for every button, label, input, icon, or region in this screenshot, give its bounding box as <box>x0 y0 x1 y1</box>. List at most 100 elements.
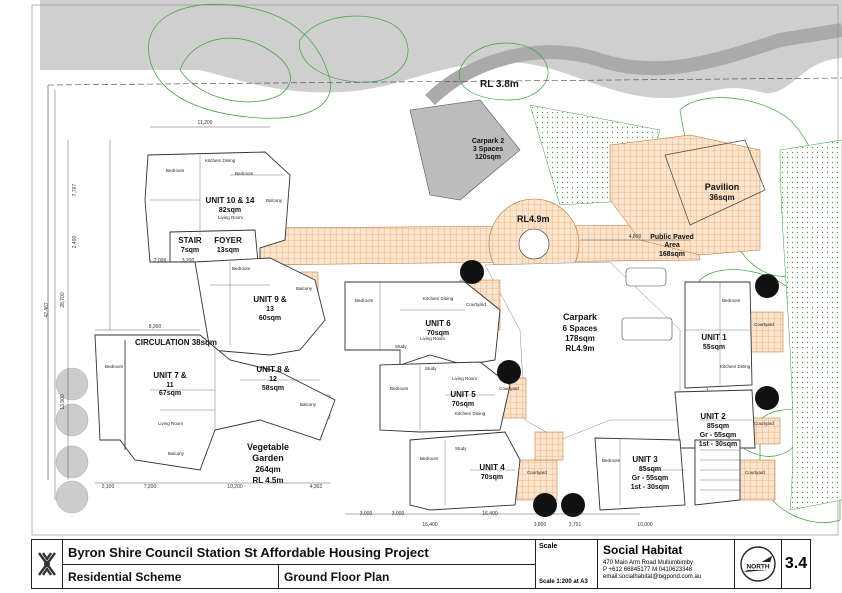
dim-3800: 3,800 <box>534 522 547 528</box>
garden-title: Vegetable <box>247 442 289 452</box>
vegetation-east <box>779 139 842 511</box>
balcony-label: Balcony <box>266 198 283 203</box>
pavilion-area <box>609 134 761 256</box>
carpark-spaces: 6 Spaces <box>563 324 598 333</box>
carpark-area: 178sqm <box>565 334 595 343</box>
firm-address: 470 Main Arm Road Mullumbimby <box>603 560 694 566</box>
unit6-area: 70sqm <box>427 330 449 337</box>
plan-title: Ground Floor Plan <box>284 569 390 584</box>
courtyard-label: Courtyard <box>754 322 774 327</box>
firm-name: Social Habitat <box>603 543 683 557</box>
garden-area: 264qm <box>255 465 280 474</box>
lot-boundary <box>47 77 842 86</box>
unit2-area: 85sqm <box>707 423 729 430</box>
carpark2-area: 120sqm <box>475 154 501 161</box>
tree-markers <box>460 260 779 517</box>
firm-email: email:socialhabitat@bigpond.com.au <box>603 574 702 580</box>
site-floor-plan: RL 3.8m Carpark 2 3 Spaces 120sqm RL4.9m… <box>31 0 842 536</box>
kitchen-label: Kitchen/ Dining <box>205 158 236 163</box>
dim-13900: 13,900 <box>60 394 66 410</box>
dim-3701: 3,701 <box>569 522 582 528</box>
courtyard-label: Courtyard <box>754 421 774 426</box>
unit1-area: 55sqm <box>703 344 725 351</box>
unit10-area: 82sqm <box>219 207 241 214</box>
courtyard-label: Courtyard <box>527 470 547 475</box>
dim-8300: 8,300 <box>149 324 162 330</box>
rl-top-label: RL 3.8m <box>480 79 519 90</box>
unit5-area: 70sqm <box>452 401 474 408</box>
interior-walls-west <box>150 155 320 430</box>
unit8-title2: 12 <box>269 376 277 383</box>
stair-area: 7sqm <box>181 247 199 254</box>
building-east <box>594 281 756 511</box>
pavilion-area: 36sqm <box>709 193 734 202</box>
courtyard-label: Courtyard <box>499 386 519 391</box>
north-arrow: NORTH <box>735 540 782 588</box>
carpark-rl: RL4.9m <box>566 344 595 353</box>
unit5-title: UNIT 5 <box>450 390 476 399</box>
roundabout-rl: RL4.9m <box>517 214 550 224</box>
circulation-label: CIRCULATION 38sqm <box>135 338 217 347</box>
scale-value: Scale 1:200 at A3 <box>539 579 588 585</box>
bedroom-label: Bedroom <box>722 298 741 303</box>
unit3-first: 1st - 30sqm <box>631 484 670 491</box>
firm-box: Social Habitat 470 Main Arm Road Mullumb… <box>598 540 735 588</box>
kitchen-label: Kitchen/ Dining <box>455 411 486 416</box>
carpark2-spaces: 3 Spaces <box>473 146 503 153</box>
sheet-number: 3.4 <box>784 555 808 572</box>
unit3-title: UNIT 3 <box>632 455 658 464</box>
courtyard-label: Courtyard <box>466 302 486 307</box>
unit7-title: UNIT 7 & <box>153 371 187 380</box>
bedroom-label: Bedroom <box>390 386 409 391</box>
study-label: Study <box>425 366 437 371</box>
unit4-title: UNIT 4 <box>479 463 505 472</box>
scheme-label: Residential Scheme <box>63 565 279 588</box>
firm-phone: P +612 66845177 M 0410623348 <box>603 567 693 573</box>
unit2-title: UNIT 2 <box>700 412 726 421</box>
unit10-title: UNIT 10 & 14 <box>206 196 255 205</box>
pavilion-roof <box>664 139 766 226</box>
dim-2100: 2,100 <box>102 484 115 490</box>
dim-2400: 2,400 <box>72 236 78 249</box>
kitchen-label: Kitchen/ Dining <box>720 364 751 369</box>
dim-42467: 42,467 <box>44 302 50 318</box>
balcony-label: Balcony <box>300 402 317 407</box>
building-central <box>344 281 521 511</box>
dim-3200: 3,200 <box>182 258 195 264</box>
stair-title: STAIR <box>178 236 202 245</box>
bedroom-label: Bedroom <box>420 456 439 461</box>
bedroom-label: Bedroom <box>105 364 124 369</box>
scale-box: Scale Scale 1:200 at A3 <box>536 540 598 588</box>
unit8-area: 58sqm <box>262 385 284 392</box>
north-arrow-icon: NORTH <box>740 546 776 582</box>
balcony-label: Balcony <box>296 286 313 291</box>
unit7-area: 67sqm <box>159 390 181 397</box>
bedroom-label: Bedroom <box>166 168 185 173</box>
unit9-title2: 13 <box>266 306 274 313</box>
unit7-title2: 11 <box>166 382 174 389</box>
unit9-title: UNIT 9 & <box>253 295 287 304</box>
courtyard-label: Courtyard <box>745 470 765 475</box>
carpark-title: Carpark <box>563 312 598 322</box>
title-block: Byron Shire Council Station St Affordabl… <box>31 539 811 589</box>
dim-7200: 7,200 <box>144 484 157 490</box>
study-label: Study <box>455 446 467 451</box>
north-label: NORTH <box>746 564 769 571</box>
living-label: Living Room <box>218 215 243 220</box>
dim-3000b: 3,000 <box>392 511 405 517</box>
carpark-2 <box>409 99 521 201</box>
unit8-title: UNIT 8 & <box>256 365 290 374</box>
interior-walls-east <box>619 282 752 505</box>
study-label: Study <box>395 344 407 349</box>
bedroom-label: Bedroom <box>602 458 621 463</box>
dim-10200: 10,200 <box>227 484 243 490</box>
paved-title: Public Paved <box>650 234 694 241</box>
logo-icon <box>38 552 56 576</box>
unit3-area: 85sqm <box>639 466 661 473</box>
unit6-title: UNIT 6 <box>425 319 451 328</box>
dim-3000: 3,000 <box>360 511 373 517</box>
grey-tree-markers <box>55 367 89 514</box>
interior-walls-central <box>379 282 515 505</box>
roundabout-centre <box>518 228 550 260</box>
title-main: Byron Shire Council Station St Affordabl… <box>63 540 536 588</box>
